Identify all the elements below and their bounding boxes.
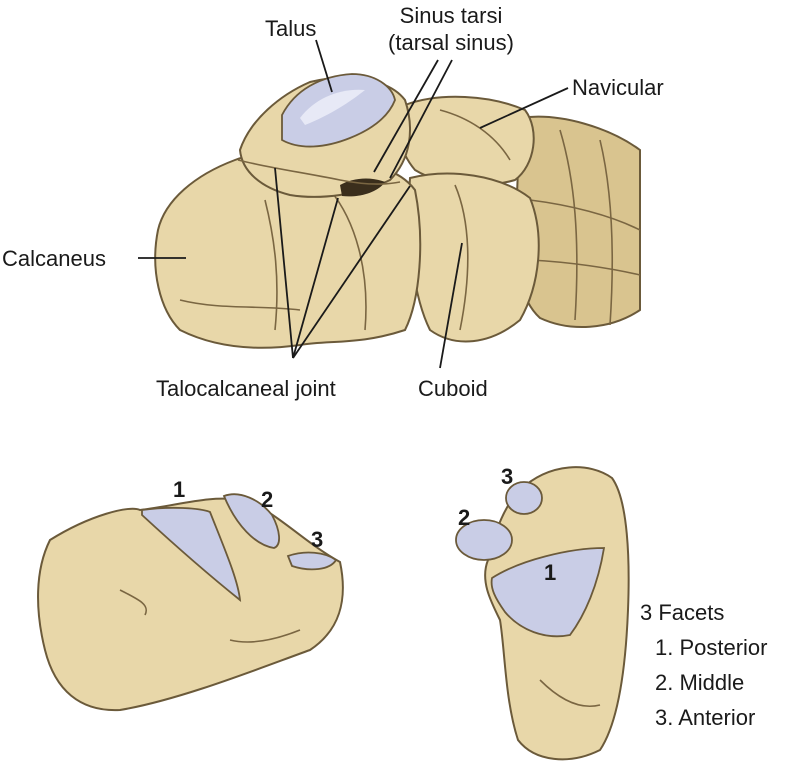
calcaneus-superior-view (455, 466, 630, 761)
right-facet-label-2: 2 (458, 505, 470, 530)
right-facet-2-middle (455, 519, 513, 561)
sinus-tarsi-gap (340, 178, 385, 197)
label-sinus-tarsi: Sinus tarsi (400, 3, 503, 28)
right-facet-3-anterior (505, 481, 543, 515)
calcaneus-lateral-view (37, 493, 344, 712)
label-cuboid: Cuboid (418, 376, 488, 401)
label-calcaneus: Calcaneus (2, 246, 106, 271)
label-talocalcaneal-joint: Talocalcaneal joint (156, 376, 336, 401)
talar-dome-cartilage (281, 73, 396, 148)
left-facet-label-2: 2 (261, 487, 273, 512)
right-facet-1-posterior (490, 547, 606, 638)
legend-item-posterior: 1. Posterior (655, 635, 768, 660)
left-facet-label-3: 3 (311, 527, 323, 552)
label-tarsal-sinus: (tarsal sinus) (388, 30, 514, 55)
label-navicular: Navicular (572, 75, 664, 100)
left-facet-label-1: 1 (173, 477, 185, 502)
calcaneus-side-bone (37, 497, 344, 712)
cuboid-bone (407, 172, 540, 343)
legend-item-middle: 2. Middle (655, 670, 744, 695)
navicular-bone (398, 95, 535, 187)
left-facet-3-anterior (286, 551, 338, 571)
left-facet-1-posterior (141, 506, 242, 603)
legend-title: 3 Facets (640, 600, 724, 625)
left-facet-2-middle (222, 493, 280, 549)
facets-legend: 3 Facets 1. Posterior 2. Middle 3. Anter… (640, 600, 768, 730)
top-leader-lines (138, 39, 569, 369)
right-facet-label-3: 3 (501, 464, 513, 489)
label-talus: Talus (265, 16, 316, 41)
lateral-foot-illustration (154, 73, 641, 349)
legend-item-anterior: 3. Anterior (655, 705, 755, 730)
right-facet-label-1: 1 (544, 560, 556, 585)
